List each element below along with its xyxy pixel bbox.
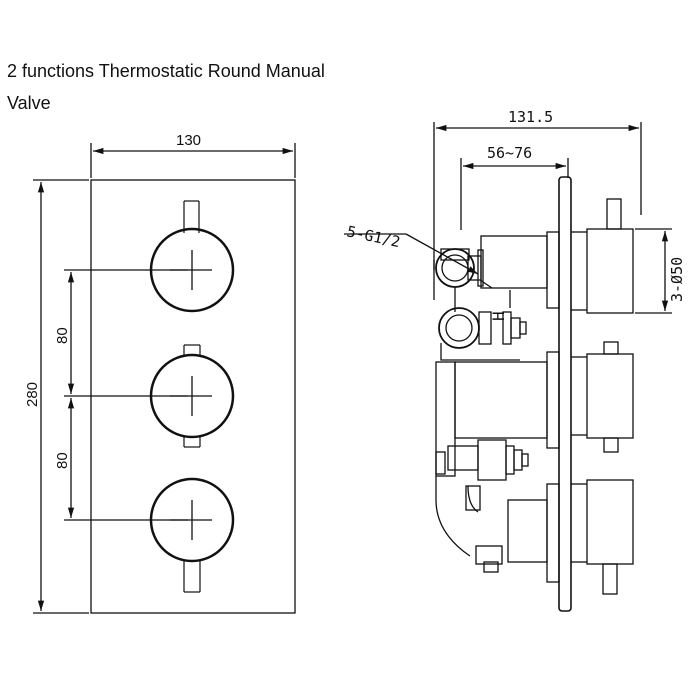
- front-knob-3: [149, 477, 235, 593]
- diagram-title-line-1: 2 functions Thermostatic Round Manual: [7, 61, 325, 81]
- side-thread-label: 5-G1/2: [345, 222, 402, 251]
- side-port-letter: H: [489, 311, 508, 321]
- front-spacing-top-label: 80: [54, 327, 71, 344]
- side-wall-plate: [558, 176, 572, 612]
- front-knob-1: [149, 200, 235, 313]
- side-adjust-label: 56~76: [487, 144, 532, 162]
- side-handle-2: [586, 353, 634, 439]
- front-width-label: 130: [176, 132, 201, 149]
- front-height-label: 280: [24, 382, 41, 407]
- front-spacing-bottom-label: 80: [54, 452, 71, 469]
- side-body-bottom: [507, 499, 548, 563]
- side-handle-3: [586, 479, 634, 565]
- side-handle-diameter-label: 3-Ø50: [668, 257, 686, 302]
- side-body-top: [480, 235, 548, 289]
- side-body-middle: [454, 361, 548, 439]
- front-view: [33, 143, 296, 614]
- thread-port-2: [438, 307, 480, 349]
- side-handle-1: [586, 228, 634, 314]
- diagram-title-line-2: Valve: [7, 93, 51, 113]
- front-knob-2: [149, 344, 235, 448]
- side-depth-label: 131.5: [508, 108, 553, 126]
- side-view: [344, 122, 672, 612]
